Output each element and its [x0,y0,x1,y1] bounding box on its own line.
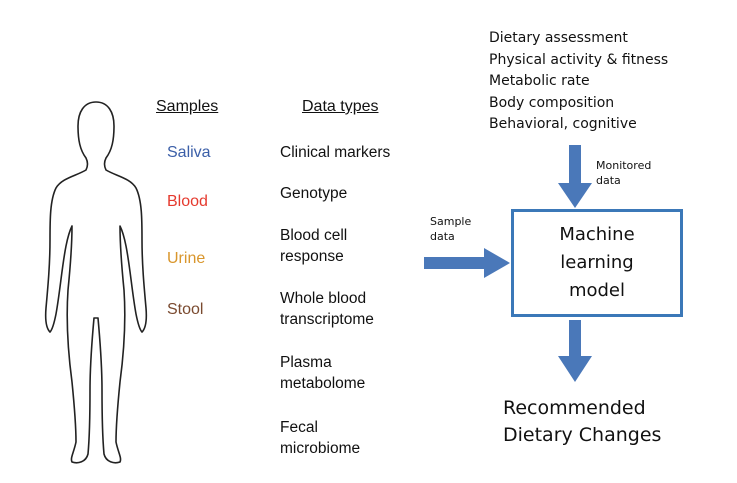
samples-header: Samples [156,98,219,115]
data-type-blood-cell-response: Blood cell response [280,227,348,265]
human-silhouette-icon [44,101,148,464]
monitored-item: Behavioral, cognitive [489,116,637,132]
data-type-whole-blood-transcriptome: Whole blood transcriptome [280,290,374,328]
data-types-header: Data types [302,98,379,115]
monitored-item: Metabolic rate [489,73,590,89]
monitored-item: Physical activity & fitness [489,51,669,68]
output-arrow-icon [558,320,592,382]
recommended-changes-label: Recommended Dietary Changes [503,397,662,446]
sample-urine: Urine [167,250,206,267]
monitored-item: Body composition [489,94,615,111]
sample-data-label: Sample data [430,215,472,243]
ml-model-box: Machine learning model [511,209,683,317]
monitored-data-list: Dietary assessment Physical activity & f… [489,28,668,136]
data-type-plasma-metabolome: Plasma metabolome [280,354,366,392]
sample-blood: Blood [167,193,208,210]
monitored-data-label: Monitored data [596,159,652,187]
sample-saliva: Saliva [167,144,211,161]
data-type-clinical-markers: Clinical markers [280,144,391,161]
monitored-item: Dietary assessment [489,30,628,46]
ml-model-label: Machine learning model [559,224,635,301]
sample-stool: Stool [167,301,204,318]
data-type-fecal-microbiome: Fecal microbiome [280,419,361,457]
data-type-genotype: Genotype [280,185,348,202]
sample-arrow-icon [424,248,510,278]
monitored-arrow-icon [558,145,592,208]
